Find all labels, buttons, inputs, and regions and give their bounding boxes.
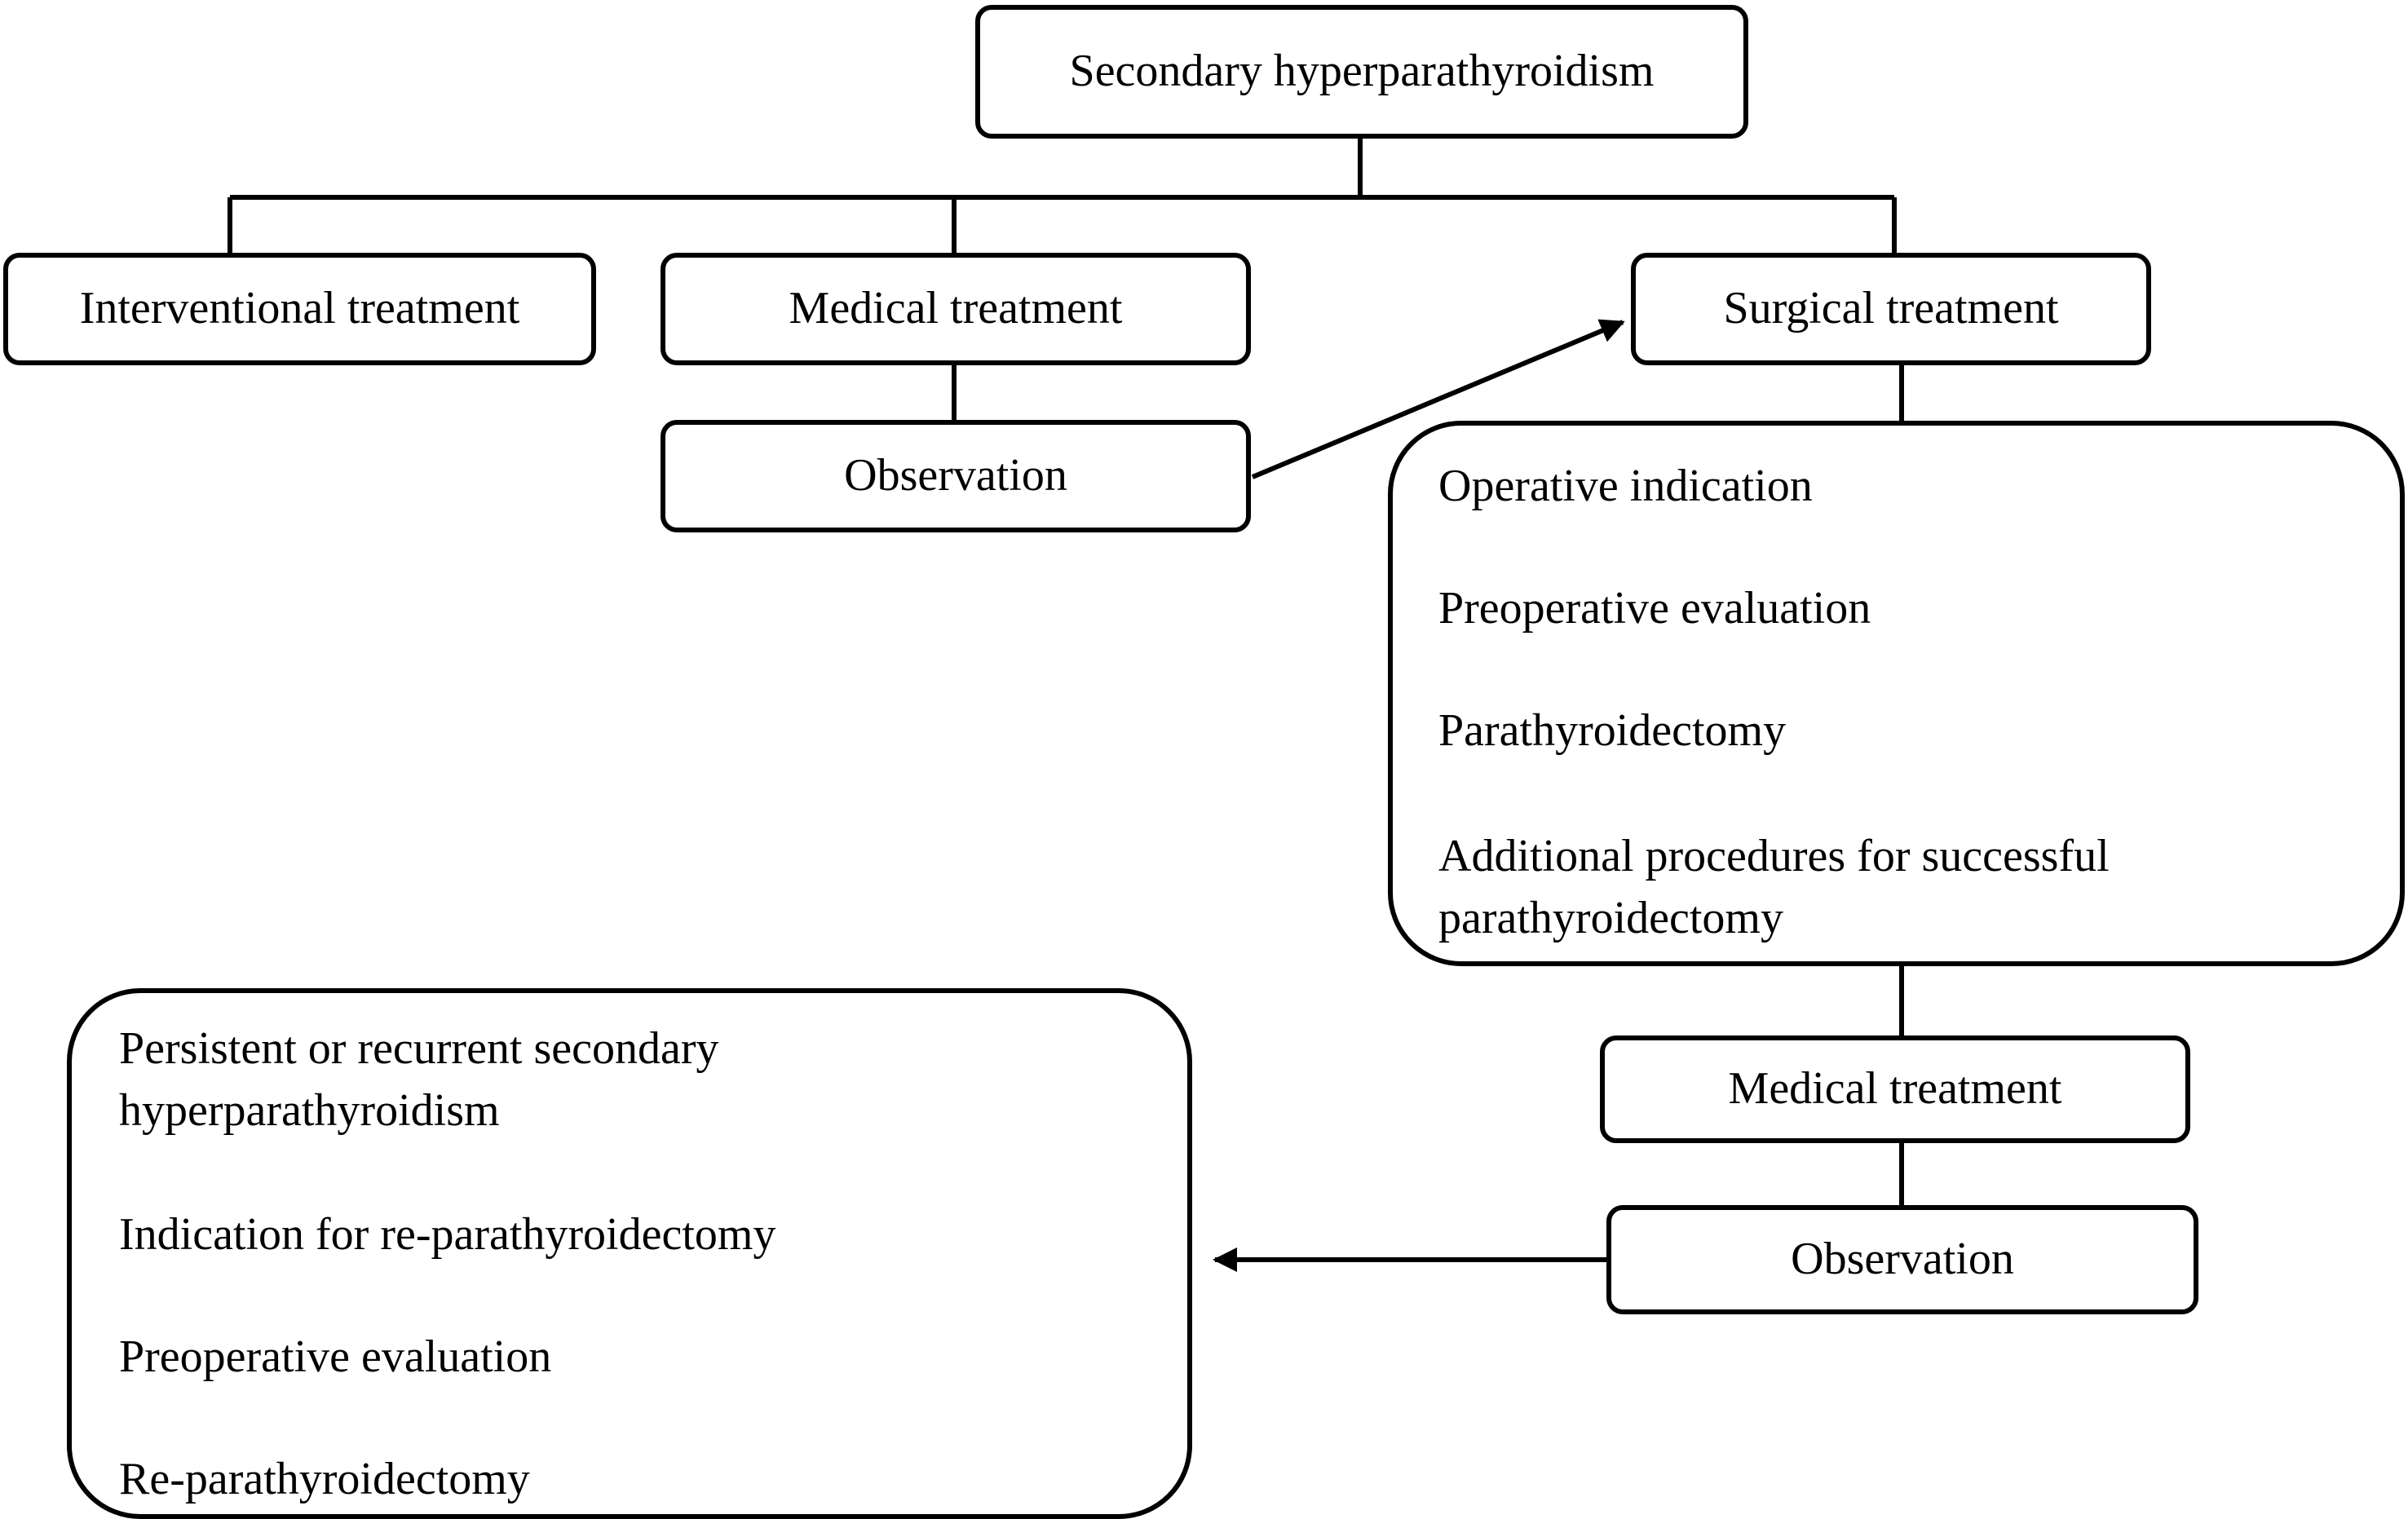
reoperation-step-persistent-recurrent: Persistent or recurrent secondary hyperp… bbox=[119, 1023, 719, 1136]
surgical-step-operative-indication: Operative indication bbox=[1438, 461, 1813, 511]
reoperation-step-preoperative-evaluation: Preoperative evaluation bbox=[119, 1331, 552, 1382]
surgical-step-parathyroidectomy: Parathyroidectomy bbox=[1438, 705, 1787, 756]
node-post-surgical-observation: Observation bbox=[1606, 1205, 2198, 1314]
arrow-observation-to-surgical bbox=[1251, 319, 1625, 479]
surgical-step-additional-procedures: Additional procedures for successful par… bbox=[1438, 831, 2110, 943]
node-interventional-treatment: Interventional treatment bbox=[3, 253, 596, 365]
node-surgical-treatment: Surgical treatment bbox=[1631, 253, 2151, 365]
reoperation-step-indication: Indication for re-parathyroidectomy bbox=[119, 1209, 776, 1260]
node-post-surgical-medical-treatment: Medical treatment bbox=[1600, 1035, 2190, 1143]
reoperation-step-re-parathyroidectomy: Re-parathyroidectomy bbox=[119, 1454, 530, 1504]
panel-reoperation-steps: Persistent or recurrent secondary hyperp… bbox=[67, 988, 1192, 1519]
panel-surgical-steps: Operative indication Preoperative evalua… bbox=[1388, 421, 2405, 966]
node-medical-observation: Observation bbox=[661, 420, 1251, 532]
node-medical-treatment: Medical treatment bbox=[661, 253, 1251, 365]
root-node-secondary-hyperparathyroidism: Secondary hyperparathyroidism bbox=[975, 5, 1748, 139]
surgical-step-preoperative-evaluation: Preoperative evaluation bbox=[1438, 583, 1871, 634]
